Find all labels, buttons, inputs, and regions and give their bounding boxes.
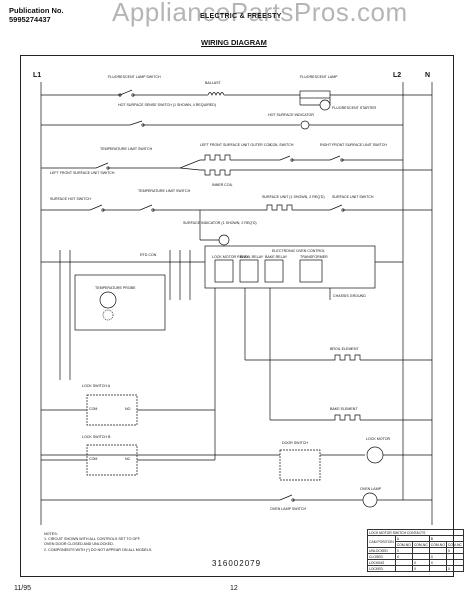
fluor-lamp-switch-label: FLUORESCENT LAMP SWITCH bbox=[108, 75, 161, 79]
left-front-unit-switch-label: LEFT FRONT SURFACE UNIT SWITCH bbox=[50, 171, 115, 175]
n-label: N bbox=[425, 72, 430, 79]
watermark: AppliancePartsPros.com bbox=[112, 0, 408, 27]
lock-motor-relay-label: LOCK MOTOR RELAY bbox=[212, 255, 249, 259]
rtd-con-label: RTD CON bbox=[140, 253, 157, 257]
lock-motor-label: LOCK MOTOR bbox=[366, 437, 390, 441]
document-number: 316002079 bbox=[212, 559, 262, 568]
lock-a-com: COM bbox=[89, 407, 97, 411]
temp-limit-switch-2-label: TEMPERATURE LIMIT SWITCH bbox=[138, 189, 191, 193]
coil-switch-label: COIL SWITCH bbox=[270, 143, 294, 147]
lock-switch-a-label: LOCK SWITCH A bbox=[82, 384, 111, 388]
surface-unit-switch-label: SURFACE UNIT SWITCH bbox=[332, 195, 374, 199]
lock-b-com: COM bbox=[89, 457, 97, 461]
hot-surface-sense-label: HOT SURFACE SENSE SWITCH (1 SHOWN, 4 REQ… bbox=[118, 103, 216, 107]
lock-motor-contacts-table: LOCK MOTOR SWITCH CONTACTS CAM POSITION … bbox=[367, 529, 464, 572]
publication-label: Publication No. bbox=[9, 6, 64, 15]
diagram-frame bbox=[20, 55, 454, 577]
fluorescent-lamp-label: FLUORESCENT LAMP bbox=[300, 75, 338, 79]
chassis-ground-label: CHASSIS GROUND bbox=[333, 294, 366, 298]
notes-line3: 2. COMPONENTS WITH (*) DO NOT APPEAR ON … bbox=[44, 547, 153, 552]
footer-date: 11/95 bbox=[14, 585, 31, 592]
door-switch-label: DOOR SWITCH bbox=[282, 441, 308, 445]
eoc-label: ELECTRONIC OVEN CONTROL bbox=[272, 249, 325, 253]
oven-lamp-label: OVEN LAMP bbox=[360, 487, 382, 491]
bake-relay-label: BAKE RELAY bbox=[265, 255, 288, 259]
bake-element-label: BAKE ELEMENT bbox=[330, 407, 358, 411]
diagram-title: WIRING DIAGRAM bbox=[201, 38, 267, 47]
lock-switch-b-label: LOCK SWITCH B bbox=[82, 435, 111, 439]
footer-page: 12 bbox=[230, 585, 238, 592]
ballast-label: BALLAST bbox=[205, 81, 222, 85]
broil-element-label: BROIL ELEMENT bbox=[330, 347, 359, 351]
notes-line2: OVEN DOOR CLOSED AND UNLOCKED. bbox=[44, 542, 114, 547]
temp-limit-switch-label: TEMPERATURE LIMIT SWITCH bbox=[100, 147, 153, 151]
oven-lamp-switch-label: OVEN LAMP SWITCH bbox=[270, 507, 306, 511]
surface-hot-switch-label: SURFACE HOT SWITCH bbox=[50, 197, 91, 201]
notes-heading: NOTES: bbox=[44, 532, 58, 536]
publication-block: Publication No. 5995274437 bbox=[9, 6, 64, 24]
broil-relay-label: BROIL RELAY bbox=[240, 255, 264, 259]
diagram-subtitle: ELECTRIC & FREESTY bbox=[200, 13, 282, 20]
right-front-switch-label: RIGHT FRONT SURFACE UNIT SWITCH bbox=[320, 143, 387, 147]
l2-label: L2 bbox=[393, 72, 401, 79]
surface-unit-label: SURFACE UNIT (1 SHOWN, 2 REQ'D) bbox=[262, 195, 325, 199]
hot-surface-indicator-label: HOT SURFACE INDICATOR bbox=[268, 113, 314, 117]
surface-indicator-label: SURFACE INDICATOR (1 SHOWN, 2 REQ'D) bbox=[183, 221, 257, 225]
inner-coil-label: INNER COIL bbox=[212, 183, 233, 187]
l1-label: L1 bbox=[33, 72, 41, 79]
lock-b-nc: NC bbox=[125, 457, 131, 461]
lock-a-no: NO bbox=[125, 407, 131, 411]
publication-number: 5995274437 bbox=[9, 15, 51, 24]
table-header-cam: CAM POSITION bbox=[367, 535, 396, 548]
transformer-label: TRANSFORMER bbox=[300, 255, 328, 259]
temperature-probe-label: TEMPERATURE PROBE bbox=[95, 286, 136, 290]
notes-line1: 1. CIRCUIT SHOWN WITH ALL CONTROLS SET T… bbox=[44, 537, 141, 542]
notes-block: NOTES: 1. CIRCUIT SHOWN WITH ALL CONTROL… bbox=[44, 532, 214, 553]
left-front-outer-coil-label: LEFT FRONT SURFACE UNIT OUTER COIL bbox=[200, 143, 272, 147]
eoc-box bbox=[204, 245, 376, 289]
fluorescent-starter-label: FLUORESCENT STARTER bbox=[332, 106, 377, 110]
